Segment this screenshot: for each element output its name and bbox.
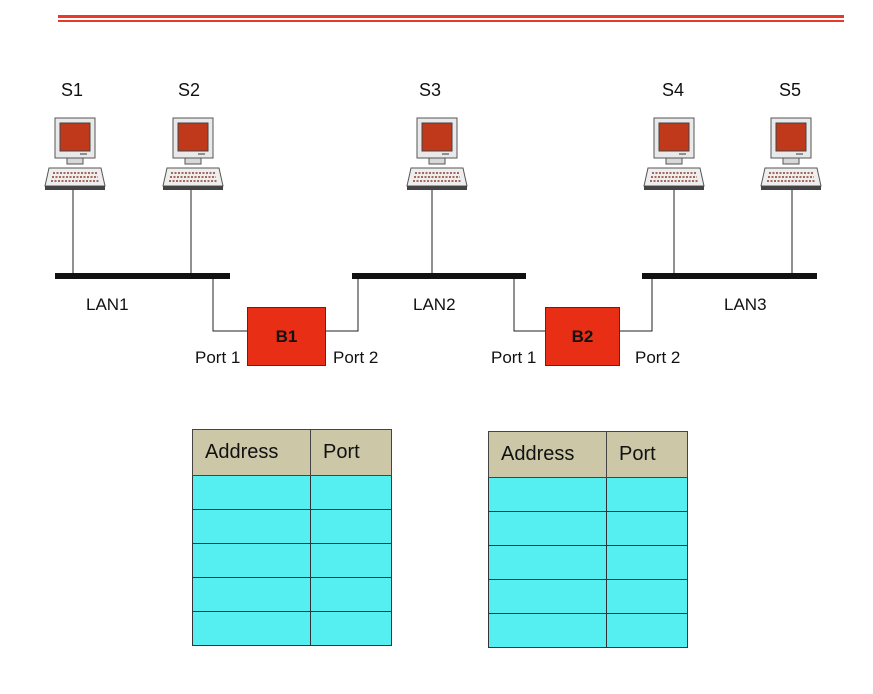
computer-icon-s5[interactable]: [760, 117, 822, 191]
address-cell[interactable]: [192, 475, 311, 510]
column-header-address: Address: [488, 431, 607, 478]
table-row: [488, 613, 688, 648]
station-label-s5: S5: [779, 80, 802, 100]
lan-label-3: LAN3: [724, 295, 767, 314]
station-label-s1: S1: [61, 80, 84, 100]
address-cell[interactable]: [192, 543, 311, 578]
address-cell[interactable]: [488, 477, 607, 512]
computer-icon-s1[interactable]: [44, 117, 106, 191]
lan2-bus: [352, 273, 526, 279]
port-cell[interactable]: [310, 475, 392, 510]
lan-label-1: LAN1: [86, 295, 129, 314]
port-cell[interactable]: [606, 545, 688, 580]
b2-port2-link: [620, 279, 653, 332]
header-rule-bottom: [58, 20, 844, 22]
port-cell[interactable]: [606, 477, 688, 512]
station-label-s3: S3: [419, 80, 442, 100]
address-cell[interactable]: [488, 545, 607, 580]
b2-port1-link: [513, 279, 545, 332]
column-header-port: Port: [310, 429, 392, 476]
table-row: [192, 509, 392, 544]
computer-icon-s2[interactable]: [162, 117, 224, 191]
table-row: [488, 511, 688, 546]
address-cell[interactable]: [488, 579, 607, 614]
port-cell[interactable]: [606, 613, 688, 648]
computer-icon-s4[interactable]: [643, 117, 705, 191]
address-cell[interactable]: [192, 577, 311, 612]
table-row: [488, 579, 688, 614]
address-cell[interactable]: [488, 511, 607, 546]
forwarding-table-b1: Address Port: [192, 429, 392, 646]
column-header-port: Port: [606, 431, 688, 478]
table-row: [488, 477, 688, 512]
bridge-b2[interactable]: B2: [545, 307, 620, 366]
table-row: [192, 543, 392, 578]
port-cell[interactable]: [606, 579, 688, 614]
station-label-s2: S2: [178, 80, 201, 100]
table-row: [192, 611, 392, 646]
b1-port2-label: Port 2: [333, 348, 379, 367]
table-row: [192, 475, 392, 510]
address-cell[interactable]: [488, 613, 607, 648]
column-header-address: Address: [192, 429, 311, 476]
lan-label-2: LAN2: [413, 295, 456, 314]
port-cell[interactable]: [310, 509, 392, 544]
port-cell[interactable]: [310, 543, 392, 578]
b2-port1-label: Port 1: [491, 348, 537, 367]
address-cell[interactable]: [192, 509, 311, 544]
b1-port1-label: Port 1: [195, 348, 241, 367]
lan1-bus: [55, 273, 230, 279]
station-label-s4: S4: [662, 80, 685, 100]
b1-port2-link: [326, 279, 359, 332]
bridge-b1[interactable]: B1: [247, 307, 326, 366]
table-row: [488, 545, 688, 580]
lan3-bus: [642, 273, 817, 279]
address-cell[interactable]: [192, 611, 311, 646]
port-cell[interactable]: [310, 611, 392, 646]
computer-icon-s3[interactable]: [406, 117, 468, 191]
header-rule-top: [58, 15, 844, 18]
forwarding-table-b2: Address Port: [488, 431, 688, 648]
table-row: [192, 577, 392, 612]
port-cell[interactable]: [606, 511, 688, 546]
port-cell[interactable]: [310, 577, 392, 612]
b1-port1-link: [212, 279, 247, 332]
b2-port2-label: Port 2: [635, 348, 681, 367]
